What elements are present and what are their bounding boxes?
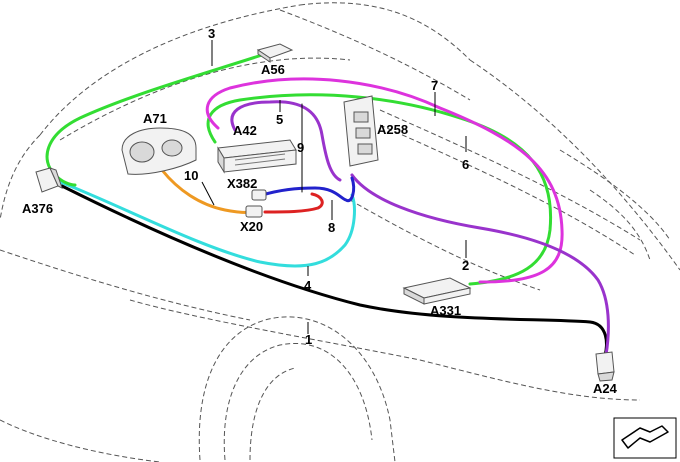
cable-number-6: 6 [462,157,469,172]
wire-7 [205,77,564,284]
a42-module[interactable] [217,139,297,174]
cable-number-10: 10 [184,168,198,183]
wires [45,53,610,357]
a258-module[interactable] [343,95,379,167]
a24-module[interactable] [595,351,615,382]
label-a331: A331 [430,303,461,318]
cable-number-2: 2 [462,258,469,273]
label-a258: A258 [377,122,408,137]
wire-3 [45,53,264,187]
component-labels: A56 A71 A42 A258 A376 X382 X20 A331 A24 [22,62,618,396]
x20-connector[interactable] [245,205,263,218]
wire-5 [230,100,342,182]
cable-number-7: 7 [431,78,438,93]
x382-connector[interactable] [251,189,267,201]
label-a42: A42 [233,123,257,138]
label-a71: A71 [143,111,167,126]
view-orientation-icon [613,417,677,459]
wire-red [263,192,324,214]
leader-lines [201,40,467,334]
wire-2 [350,173,610,357]
a71-instrument-cluster[interactable] [121,127,197,175]
cable-number-5: 5 [276,112,283,127]
label-x382: X382 [227,176,257,191]
cable-number-4: 4 [304,278,312,293]
wire-1 [60,184,608,357]
label-a56: A56 [261,62,285,77]
cable-number-3: 3 [208,26,215,41]
cable-labels: 1 2 3 4 5 6 7 8 9 10 [184,26,469,347]
wire-8 [260,176,356,203]
component-shapes [35,43,615,382]
a331-module[interactable] [402,277,472,305]
cable-number-9: 9 [297,140,304,155]
a56-module[interactable] [256,43,294,63]
label-a376: A376 [22,201,53,216]
wire-4 [58,180,356,268]
label-a24: A24 [593,381,618,396]
a376-module[interactable] [35,167,63,193]
cable-number-1: 1 [305,332,312,347]
label-x20: X20 [240,219,263,234]
cable-number-8: 8 [328,220,335,235]
